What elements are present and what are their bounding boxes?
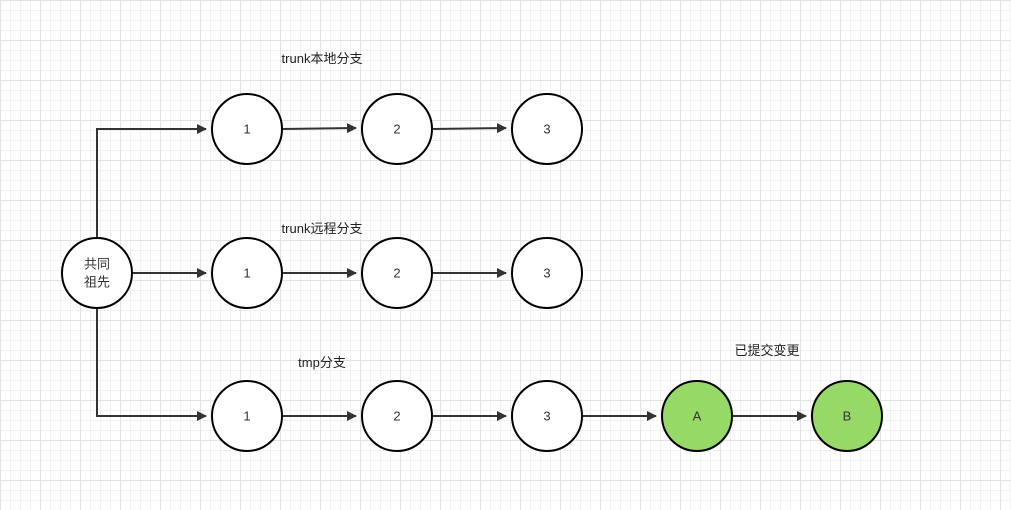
local-commit-label-3: 3 bbox=[543, 121, 550, 136]
tmp-commit-label-3: 3 bbox=[543, 408, 550, 423]
remote-commit-label-3: 3 bbox=[543, 265, 550, 280]
remote-commit-node-2[interactable]: 2 bbox=[361, 237, 433, 309]
committed-changes-label: 已提交变更 bbox=[734, 343, 799, 358]
committed-node-a[interactable]: A bbox=[661, 380, 733, 452]
local-commit-node-2[interactable]: 2 bbox=[361, 93, 433, 165]
common-ancestor-label-line1: 共同 bbox=[84, 256, 110, 271]
committed-node-b[interactable]: B bbox=[811, 380, 883, 452]
local-commit-label-2: 2 bbox=[393, 121, 400, 136]
remote-branch-label: trunk远程分支 bbox=[282, 221, 363, 236]
edge-local-1-2 bbox=[281, 123, 357, 134]
local-commit-node-3[interactable]: 3 bbox=[511, 93, 583, 165]
tmp-commit-node-3[interactable]: 3 bbox=[511, 380, 583, 452]
edge-root-to-local-1 bbox=[96, 124, 207, 238]
remote-commit-label-1: 1 bbox=[243, 265, 250, 280]
tmp-commit-label-2: 2 bbox=[393, 408, 400, 423]
edge-local-2-3 bbox=[431, 123, 507, 134]
local-commit-node-1[interactable]: 1 bbox=[211, 93, 283, 165]
local-commit-label-1: 1 bbox=[243, 121, 250, 136]
edge-root-to-tmp-1 bbox=[96, 308, 207, 421]
committed-label-a: A bbox=[693, 408, 702, 423]
local-branch-label: trunk本地分支 bbox=[282, 51, 363, 66]
committed-label-b: B bbox=[843, 408, 852, 423]
remote-commit-label-2: 2 bbox=[393, 265, 400, 280]
common-ancestor-node[interactable]: 共同 祖先 bbox=[61, 237, 133, 309]
remote-commit-node-1[interactable]: 1 bbox=[211, 237, 283, 309]
tmp-branch-label: tmp分支 bbox=[298, 355, 346, 370]
tmp-commit-node-2[interactable]: 2 bbox=[361, 380, 433, 452]
tmp-commit-label-1: 1 bbox=[243, 408, 250, 423]
tmp-commit-node-1[interactable]: 1 bbox=[211, 380, 283, 452]
common-ancestor-label-line2: 祖先 bbox=[84, 274, 110, 289]
remote-commit-node-3[interactable]: 3 bbox=[511, 237, 583, 309]
